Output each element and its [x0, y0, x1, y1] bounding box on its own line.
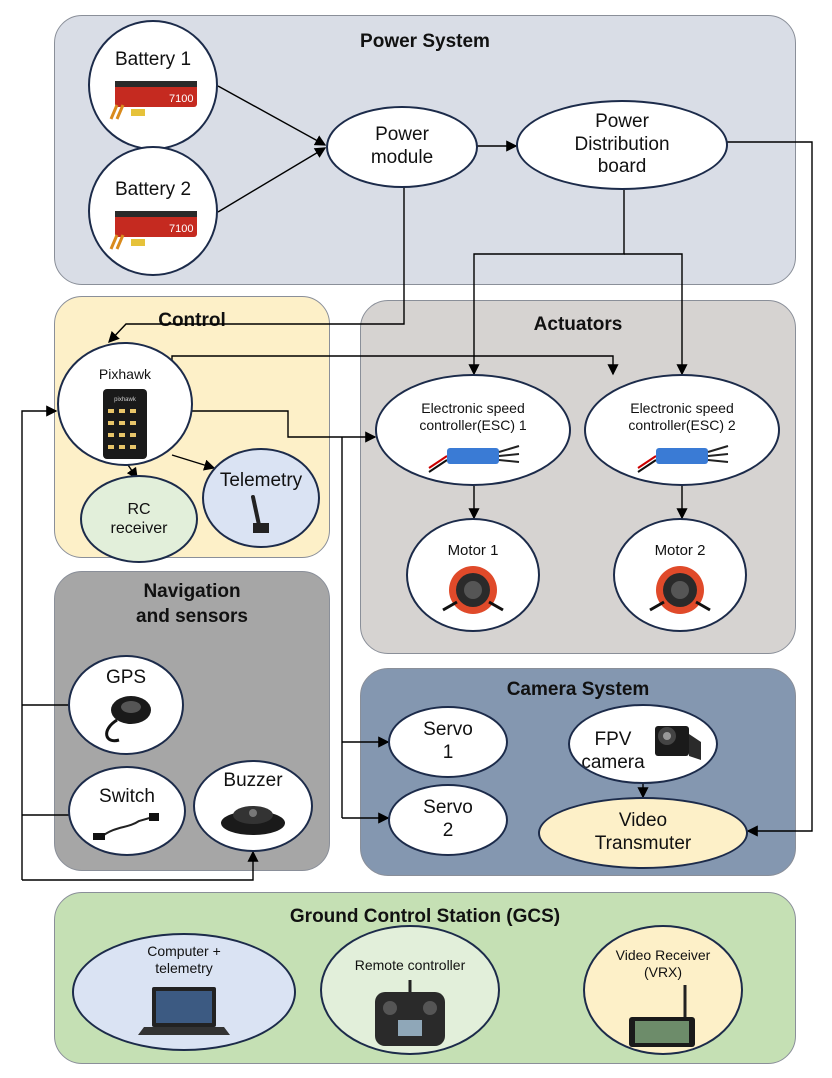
esc-1-node: Electronic speed controller(ESC) 1 [375, 374, 571, 486]
servo-1-node: Servo 1 [388, 706, 508, 778]
power-module-label: Power module [370, 124, 434, 168]
esc-2-label: Electronic speed controller(ESC) 2 [628, 400, 736, 433]
antenna-icon [251, 494, 269, 533]
remote-controller-icon [375, 979, 445, 1046]
power-module-node: Power module [326, 106, 478, 188]
gps-node: GPS [68, 655, 184, 755]
servo-1-label: Servo 1 [423, 719, 473, 763]
esc-icon [637, 444, 729, 473]
motor-2-label: Motor 2 [654, 542, 706, 559]
remote-controller-node: Remote controller [320, 925, 500, 1055]
wire-pixhawk-telemetry [171, 454, 216, 471]
svg-text:7100: 7100 [169, 93, 193, 105]
laptop-icon [138, 986, 230, 1035]
camera-icon [654, 726, 701, 760]
computer-node: Computer + telemetry [72, 933, 296, 1051]
computer-label: Computer + telemetry [147, 943, 221, 976]
fpv-camera-node: FPV camera [568, 704, 718, 784]
video-receiver-label: Video Receiver (VRX) [615, 947, 711, 980]
gps-icon [105, 695, 151, 742]
motor-2-node: Motor 2 [613, 518, 747, 632]
video-receiver-node: Video Receiver (VRX) [583, 925, 743, 1055]
battery-icon: 7100 [109, 80, 197, 120]
remote-controller-label: Remote controller [354, 957, 466, 973]
wire-pdb-esc1 [468, 190, 625, 376]
navigation-title: Navigation and sensors [136, 581, 248, 627]
wire-bus-buzzer [22, 850, 259, 881]
pixhawk-icon: pixhawk [103, 388, 147, 459]
wire-power-module-pixhawk [108, 186, 405, 344]
camera-system-title: Camera System [506, 679, 650, 700]
svg-text:7100: 7100 [169, 223, 193, 235]
fpv-camera-label: FPV camera [581, 729, 645, 773]
battery-2-label: Battery 2 [114, 179, 192, 200]
wire-sensors-bus [21, 405, 58, 880]
pixhawk-label: Pixhawk [98, 366, 152, 382]
battery-1-label: Battery 1 [114, 49, 192, 70]
wire-pdb-vtx [727, 141, 813, 837]
pdb-node: Power Distribution board [516, 100, 728, 190]
gps-label: GPS [105, 667, 147, 688]
gcs-title: Ground Control Station (GCS) [289, 906, 561, 927]
buzzer-node: Buzzer [193, 760, 313, 852]
servo-2-node: Servo 2 [388, 784, 508, 856]
motor-1-node: Motor 1 [406, 518, 540, 632]
pdb-label: Power Distribution board [574, 110, 670, 178]
battery-icon: 7100 [109, 210, 197, 250]
esc-icon [428, 444, 520, 473]
thruster-icon [649, 566, 711, 614]
thruster-icon [442, 566, 504, 614]
video-transmitter-node: Video Transmuter [538, 797, 748, 869]
rc-receiver-label: RC receiver [110, 500, 168, 537]
battery-2-node: Battery 2 7100 [88, 146, 218, 276]
wire-pdb-esc2 [624, 253, 688, 376]
servo-2-label: Servo 2 [423, 797, 473, 841]
actuators-title: Actuators [533, 314, 623, 335]
switch-node: Switch [68, 766, 186, 856]
switch-label: Switch [99, 786, 155, 807]
switch-cable-icon [93, 812, 159, 840]
wire-pixhawk-esc1 [192, 410, 377, 443]
buzzer-label: Buzzer [223, 770, 283, 791]
rc-receiver-node: RC receiver [80, 475, 198, 563]
control-title: Control [158, 310, 226, 331]
wire-battery1-power-module [217, 85, 327, 146]
battery-1-node: Battery 1 7100 [88, 20, 218, 150]
telemetry-label: Telemetry [219, 470, 303, 491]
telemetry-node: Telemetry [202, 448, 320, 548]
pixhawk-node: Pixhawk pixhawk [57, 342, 193, 466]
wire-pixhawk-esc2 [171, 355, 619, 376]
video-transmitter-label: Video Transmuter [594, 810, 692, 854]
power-system-title: Power System [360, 31, 490, 52]
buzzer-icon [221, 805, 285, 835]
video-receiver-icon [629, 984, 695, 1047]
esc-1-label: Electronic speed controller(ESC) 1 [419, 400, 527, 433]
svg-text:pixhawk: pixhawk [114, 397, 137, 403]
motor-1-label: Motor 1 [447, 542, 499, 559]
wire-battery2-power-module [217, 147, 327, 213]
esc-2-node: Electronic speed controller(ESC) 2 [584, 374, 780, 486]
